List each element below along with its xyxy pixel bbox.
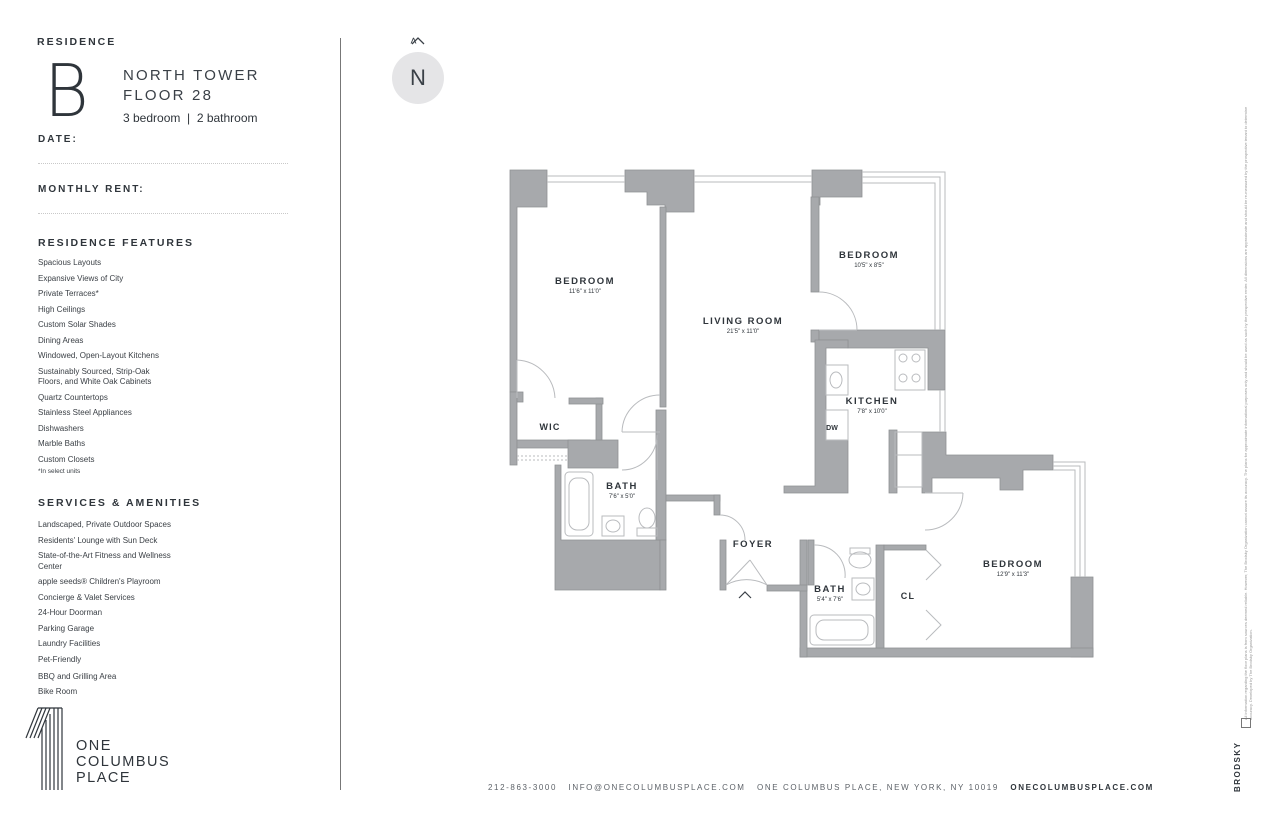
tower-floor: NORTH TOWER FLOOR 28	[123, 66, 260, 106]
floor-number: FLOOR 28	[123, 87, 214, 104]
list-item: Floors, and White Oak Cabinets	[38, 377, 152, 386]
list-item: Pet-Friendly	[38, 654, 82, 664]
list-item: Custom Closets	[38, 454, 95, 464]
footer-address: ONE COLUMBUS PLACE, NEW YORK, NY 10019	[757, 783, 999, 792]
bed-bath-count: 3 bedroom | 2 bathroom	[123, 111, 258, 125]
list-item: 24-Hour Doorman	[38, 608, 103, 617]
list-item: Center	[38, 561, 63, 571]
tower-name: NORTH TOWER	[123, 67, 260, 84]
list-item: apple seeds® Children's Playroom	[38, 577, 161, 586]
room-label: BEDROOM	[555, 276, 615, 287]
list-item: High Ceilings	[38, 304, 86, 314]
logo-line: COLUMBUS	[76, 754, 171, 770]
list-item: Laundry Facilities	[38, 639, 101, 648]
footer-contact: 212-863-3000 INFO@ONECOLUMBUSPLACE.COM O…	[488, 783, 1154, 792]
list-item: Expansive Views of City	[38, 273, 124, 283]
features-title: RESIDENCE FEATURES	[38, 237, 194, 249]
room-label: WIC	[539, 422, 560, 432]
list-item: Spacious Layouts	[38, 258, 102, 267]
list-item: Dishwashers	[38, 423, 84, 433]
divider	[38, 163, 288, 164]
list-item: Private Terraces*	[38, 289, 99, 298]
logo-wordmark: ONE COLUMBUS PLACE	[76, 738, 170, 786]
list-item: Custom Solar Shades	[38, 320, 116, 329]
footer-email[interactable]: INFO@ONECOLUMBUSPLACE.COM	[568, 783, 746, 792]
features-list: Spacious Layouts Expansive Views of City…	[38, 258, 159, 477]
room-label: FOYER	[733, 539, 773, 550]
brodsky-brand: BRODSKY	[1233, 741, 1242, 792]
room-label: BATH	[814, 584, 846, 595]
list-item: Concierge & Valet Services	[38, 592, 135, 602]
monthly-rent-label: MONTHLY RENT:	[38, 184, 145, 195]
services-list: Landscaped, Private Outdoor Spaces Resid…	[38, 520, 171, 703]
room-dimensions: 10'5" x 8'5"	[854, 263, 884, 269]
panel-divider	[340, 38, 341, 790]
appliance-label: DW	[826, 425, 838, 432]
room-dimensions: 11'6" x 11'0"	[569, 289, 601, 295]
divider	[38, 213, 288, 214]
room-dimensions: 12'9" x 11'3"	[997, 572, 1029, 578]
list-item: BBQ and Grilling Area	[38, 671, 117, 681]
residence-label: RESIDENCE	[37, 36, 117, 48]
room-label: CL	[901, 591, 915, 601]
list-item: Quartz Countertops	[38, 392, 108, 402]
room-dimensions: 7'6" x 5'0"	[609, 494, 635, 500]
room-label: KITCHEN	[846, 396, 899, 407]
list-item: Windowed, Open-Layout Kitchens	[38, 351, 159, 360]
list-item: Stainless Steel Appliances	[38, 408, 132, 417]
list-item: Marble Baths	[38, 439, 86, 448]
list-item: Landscaped, Private Outdoor Spaces	[38, 520, 171, 529]
logo-line: PLACE	[76, 770, 132, 786]
room-dimensions: 5'4" x 7'6"	[817, 597, 843, 603]
legal-disclaimer: All information regarding the floor plan…	[1243, 106, 1253, 720]
room-label: LIVING ROOM	[703, 316, 783, 327]
room-label: BEDROOM	[983, 559, 1043, 570]
list-item: Sustainably Sourced, Strip-Oak	[38, 366, 150, 376]
room-dimensions: 7'8" x 10'0"	[857, 409, 887, 415]
logo-icon	[25, 707, 63, 790]
list-item: State-of-the-Art Fitness and Wellness	[38, 551, 171, 560]
caret-up-icon	[411, 37, 425, 45]
footnote: *In select units	[38, 467, 81, 475]
list-item: Dining Areas	[38, 335, 84, 345]
list-item: Bike Room	[38, 687, 78, 696]
brand-mark-icon	[1241, 718, 1251, 728]
list-item: Parking Garage	[38, 623, 95, 633]
list-item: Residents' Lounge with Sun Deck	[38, 535, 158, 545]
footer-phone: 212-863-3000	[488, 783, 558, 792]
logo-line: ONE	[76, 738, 112, 754]
room-label: BEDROOM	[839, 250, 899, 261]
footer-website[interactable]: ONECOLUMBUSPLACE.COM	[1010, 783, 1154, 792]
unit-letter: B	[44, 49, 89, 133]
services-title: SERVICES & AMENITIES	[38, 497, 202, 509]
north-arrow-icon: ˄	[410, 34, 418, 48]
room-label: BATH	[606, 481, 638, 492]
date-label: DATE:	[38, 134, 78, 145]
room-dimensions: 21'5" x 11'0"	[727, 329, 759, 335]
compass-badge: N	[392, 52, 444, 104]
